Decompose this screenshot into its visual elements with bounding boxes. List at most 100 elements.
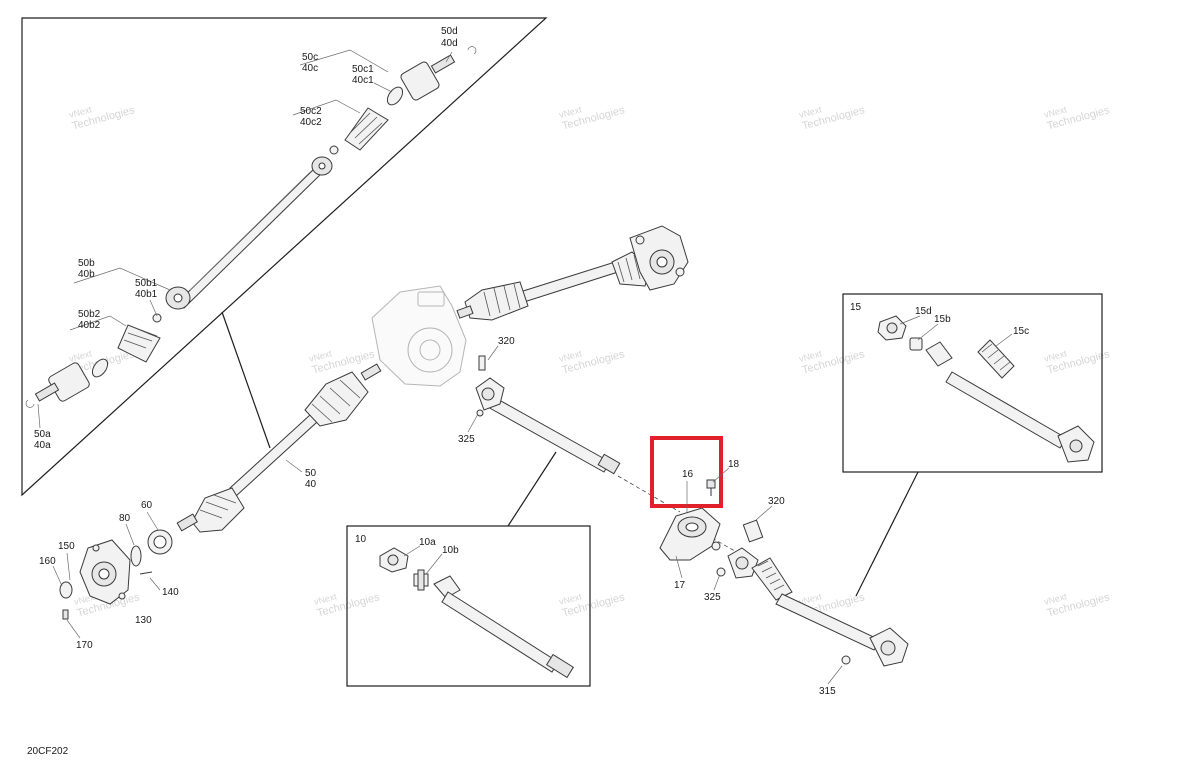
front-hub-group — [59, 529, 173, 620]
leader-15d — [899, 315, 921, 325]
lower-half-shaft — [176, 363, 382, 533]
alignment-dashed-line — [711, 537, 741, 555]
callout-50c2: 50c2 — [300, 106, 322, 117]
inner-joint-spider — [311, 156, 333, 176]
shaft-tube-10 — [433, 575, 575, 679]
upper-half-shaft — [456, 251, 651, 321]
leader-50c1 — [373, 82, 393, 93]
explode-panel-frame — [21, 17, 548, 497]
leader-50 — [285, 459, 303, 473]
callout-40d: 40d — [441, 38, 458, 49]
cv-boot-upper — [329, 107, 389, 155]
detail-box-10-number: 10 — [355, 534, 367, 545]
leader-50a — [37, 403, 41, 429]
leader-320-b — [755, 505, 773, 521]
callout-16: 16 — [682, 469, 694, 480]
detail-box-10-frame — [346, 525, 591, 687]
front-differential-ghost — [371, 285, 467, 387]
main-assembly: 50 40 60 80 150 160 140 130 170 — [39, 225, 909, 697]
bracket-50c2 — [292, 99, 361, 116]
callout-40c1: 40c1 — [352, 75, 374, 86]
highlight-box-part-16 — [650, 436, 723, 508]
center-bearing-support — [659, 507, 721, 561]
bracket-50c — [299, 49, 389, 73]
leader-50b1 — [149, 299, 158, 317]
callout-320-b: 320 — [768, 496, 785, 507]
boot-clamp-upper — [386, 86, 404, 106]
bracket-50b — [73, 267, 171, 291]
callout-10a: 10a — [419, 537, 436, 548]
callout-320-a: 320 — [498, 336, 515, 347]
yoke-15d — [877, 315, 907, 341]
leader-17 — [675, 555, 683, 579]
leader-18 — [712, 467, 730, 483]
callout-18: 18 — [728, 459, 740, 470]
box-15-connector — [855, 471, 919, 597]
leader-10a — [403, 545, 421, 557]
leader-320-a — [487, 345, 499, 361]
diagram-code: 20CF202 — [27, 746, 69, 757]
cv-housing-lower — [25, 362, 90, 408]
callout-140: 140 — [162, 587, 179, 598]
detail-box-15-frame — [842, 293, 1103, 473]
rear-propeller-shaft — [727, 519, 909, 667]
u-joint-15b — [909, 337, 923, 351]
callout-160: 160 — [39, 556, 56, 567]
leader-325-a — [467, 413, 479, 433]
callout-50: 50 — [305, 468, 317, 479]
front-driveshaft-explode-panel: 50d 40d 50c 40c 50c1 40c1 50c2 40c2 50b … — [21, 17, 548, 497]
leader-325-b — [713, 573, 721, 591]
callout-130: 130 — [135, 615, 152, 626]
front-propeller-shaft — [475, 355, 621, 475]
o-ring-325 — [716, 567, 726, 577]
shaft-tube-15 — [925, 341, 1095, 463]
callout-40c2: 40c2 — [300, 117, 322, 128]
bolt-140 — [139, 571, 153, 575]
detail-box-15: 15 15d 15b 15c — [842, 293, 1103, 597]
leader-160 — [52, 565, 63, 587]
cv-boot-lower — [117, 313, 162, 363]
leader-80 — [125, 523, 135, 546]
leader-15b — [917, 323, 939, 341]
leader-170 — [66, 619, 81, 639]
callout-50a: 50a — [34, 429, 51, 440]
callout-40a: 40a — [34, 440, 51, 451]
callout-50c1: 50c1 — [352, 64, 374, 75]
callout-17: 17 — [674, 580, 686, 591]
callout-10b: 10b — [442, 545, 459, 556]
callout-170: 170 — [76, 640, 93, 651]
detail-box-10: 10 10a 10b — [346, 451, 591, 687]
leader-15c — [995, 333, 1013, 347]
callout-50b2: 50b2 — [78, 309, 101, 320]
callout-325-b: 325 — [704, 592, 721, 603]
u-joint-cross-10b — [413, 569, 429, 591]
callout-325-a: 325 — [458, 434, 475, 445]
leader-140 — [149, 577, 161, 591]
outer-cv-joint — [165, 286, 191, 310]
leader-50d — [445, 51, 453, 63]
cv-housing-upper — [400, 46, 477, 101]
callout-40c: 40c — [302, 63, 318, 74]
box-10-connector — [507, 451, 557, 527]
callout-15d: 15d — [915, 306, 932, 317]
callout-15b: 15b — [934, 314, 951, 325]
callout-60: 60 — [141, 500, 153, 511]
yoke-10a — [379, 547, 409, 573]
explode-connector-line — [221, 311, 271, 449]
callout-40b1: 40b1 — [135, 289, 158, 300]
leader-150 — [66, 552, 71, 581]
boot-15c — [977, 339, 1015, 379]
bolt-18 — [706, 479, 716, 496]
callout-40: 40 — [305, 479, 317, 490]
nut-150 — [59, 581, 73, 599]
leader-10b — [425, 553, 443, 575]
retainer-80 — [130, 545, 142, 567]
boot-clamp-lower — [91, 358, 109, 378]
callout-50b1: 50b1 — [135, 278, 158, 289]
callout-40b: 40b — [78, 269, 95, 280]
callout-50b: 50b — [78, 258, 95, 269]
callout-50c: 50c — [302, 52, 318, 63]
callout-315: 315 — [819, 686, 836, 697]
wheel-hub-housing — [629, 225, 689, 291]
